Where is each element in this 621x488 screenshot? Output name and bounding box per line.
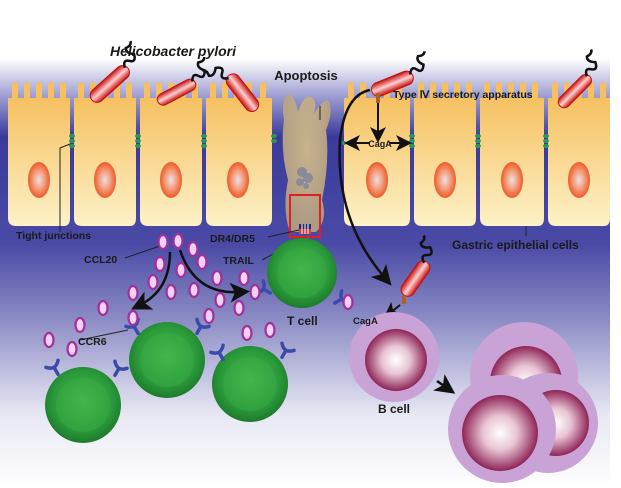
- nucleus: [366, 162, 388, 198]
- label-tight-junctions: Tight junctions: [16, 230, 91, 242]
- h-pylori-bacterium: [557, 49, 598, 109]
- nucleus: [94, 162, 116, 198]
- secretory-needle: [376, 93, 380, 103]
- label-ccl20: CCL20: [84, 254, 117, 266]
- h-pylori-bacterium: [202, 66, 260, 112]
- flagella-icon: [122, 40, 136, 69]
- label-b-cell: B cell: [378, 402, 410, 416]
- epithelial-cell: [414, 82, 476, 226]
- t-cell: [45, 367, 121, 443]
- nucleus: [160, 162, 182, 198]
- label-apoptosis: Apoptosis: [274, 68, 338, 83]
- b-cell-cluster: [448, 322, 598, 483]
- nucleus: [227, 162, 249, 198]
- apoptotic-cell: [282, 94, 331, 238]
- highlight-box: [289, 194, 321, 238]
- fragmented-nucleus: [296, 167, 313, 189]
- label-trail: TRAIL: [223, 255, 254, 267]
- label-t-cell: T cell: [287, 314, 318, 328]
- t-cell: [212, 346, 288, 422]
- migration-arrow-right: [178, 249, 250, 303]
- h-pylori-bacterium-type4: [370, 51, 426, 97]
- migration-arrow-left: [131, 251, 172, 310]
- epithelial-cells-right: [342, 82, 610, 226]
- tight-junction-markers: [342, 134, 549, 148]
- flagella-icon: [408, 51, 426, 75]
- label-cagA-epithelial: CagA: [368, 139, 392, 149]
- secretory-needle: [402, 296, 406, 304]
- translocation-arrow: [338, 88, 392, 286]
- label-ccr6: CCR6: [78, 336, 107, 348]
- epithelial-cells-left: [8, 82, 277, 226]
- b-cell: [349, 312, 439, 402]
- label-gastric-epithelial: Gastric epithelial cells: [452, 238, 579, 252]
- t-cell: [129, 322, 205, 398]
- epithelial-cell: [480, 82, 544, 226]
- nucleus: [28, 162, 50, 198]
- epithelial-cell: [74, 82, 136, 226]
- t-cell-main: [267, 238, 337, 308]
- h-pylori-bacterium-bcell: [400, 234, 433, 297]
- flagella-icon: [584, 49, 598, 77]
- label-helicobacter-pylori: Helicobacter pylori: [110, 43, 237, 59]
- epithelial-cell: [206, 82, 272, 226]
- tight-junction-markers: [69, 134, 277, 148]
- label-type4-secretory: Type Ⅳ secretory apparatus: [393, 89, 533, 101]
- epithelial-cell: [8, 82, 70, 226]
- dr4-dr5-receptor: [299, 224, 311, 234]
- cagA-bcell-arrow: [383, 301, 402, 318]
- proliferation-arrow: [433, 374, 456, 394]
- right-margin: [610, 0, 621, 488]
- nucleus: [568, 162, 590, 198]
- epithelial-cell: [548, 82, 610, 226]
- label-cagA-bcell: CagA: [353, 316, 378, 327]
- nucleus: [501, 162, 523, 198]
- flagella-icon: [419, 234, 433, 264]
- h-pylori-bacterium: [89, 40, 136, 103]
- nucleus: [434, 162, 456, 198]
- epithelial-cell: [140, 82, 202, 226]
- epithelial-cell: [344, 82, 410, 226]
- flagella-icon: [202, 66, 229, 80]
- label-dr4-dr5: DR4/DR5: [210, 233, 255, 245]
